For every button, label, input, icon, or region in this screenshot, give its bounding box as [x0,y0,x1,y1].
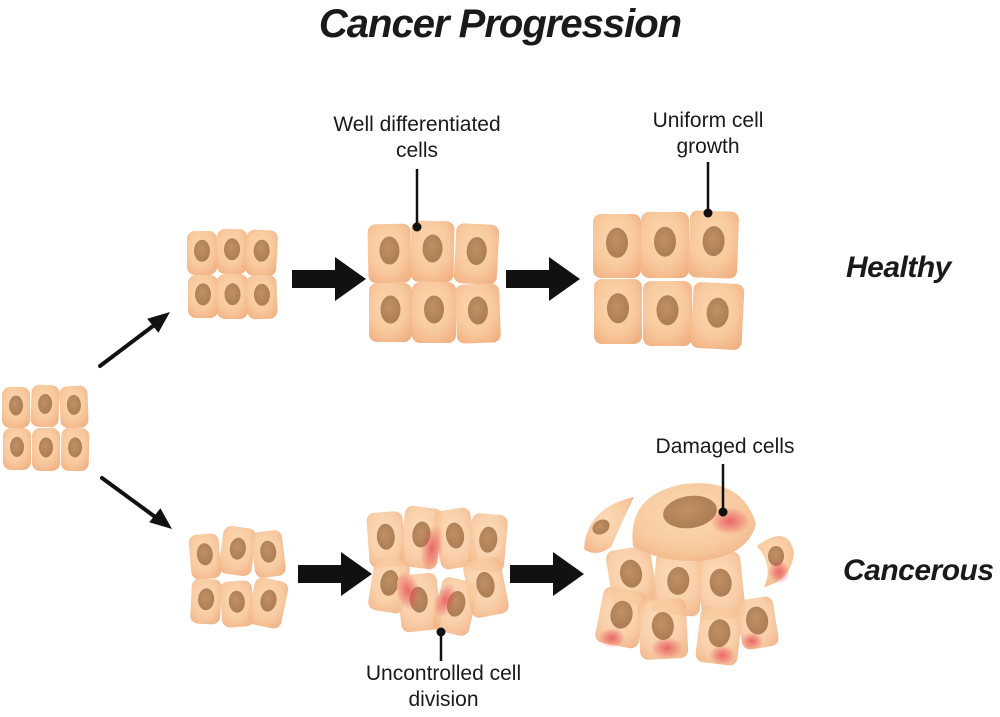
pointer-damaged-cells [718,464,728,517]
cell-nucleus [422,234,443,263]
cell-nucleus [379,236,400,265]
cell-nucleus [253,283,270,306]
cell-nucleus [224,238,241,261]
cancer-stage2-cluster [366,505,509,636]
annotation-uniform-cell-growth: Uniform cell growth [652,109,764,158]
cell-nucleus [651,612,674,640]
page-title: Cancer Progression [318,2,682,46]
annotation-damaged-cells: Damaged cells [655,435,795,458]
cell-nucleus [667,566,690,595]
pointer-uncontrolled-division [436,627,446,661]
healthy-row-label: Healthy [846,251,951,284]
start-cell-cluster [2,384,90,472]
cell-nucleus [194,239,210,262]
healthy-stage2-cluster [367,220,501,344]
cell-nucleus [479,526,498,553]
healthy-stage1-cluster [187,228,278,320]
cell-nucleus [10,436,24,457]
cell-nucleus [445,522,465,549]
cell-nucleus [228,590,245,613]
cell-nucleus [708,619,731,648]
cell-nucleus [253,239,270,262]
cancer-stage3-feature-cells [584,483,794,587]
cell-nucleus [663,495,717,529]
cell-nucleus [466,237,487,265]
cell-nucleus [195,283,211,306]
annotation-uncontrolled-cell-division: Uncontrolled cell division [365,662,522,711]
branch-arrow-down [100,476,172,529]
damage-spot [651,637,683,659]
cell-nucleus [260,589,277,612]
cell-nucleus [606,227,628,258]
block-arrow-right [292,257,366,301]
cell-nucleus [476,571,495,598]
cell-nucleus [196,543,213,566]
cell-nucleus [39,437,53,458]
cell-nucleus [709,568,732,597]
damage-spot [768,560,790,584]
pointer-uniform-growth [703,162,713,218]
cell-nucleus [610,600,633,629]
cancer-stage1-cluster [188,525,289,629]
cancer-stage3-cluster [595,545,779,666]
cancerous-row-label: Cancerous [843,554,994,587]
branch-arrow-up [98,312,170,368]
block-arrow-right [506,257,580,301]
healthy-stage3-cluster [593,210,745,350]
cell-nucleus [68,437,83,458]
cell-nucleus [198,588,215,611]
block-arrow-right [510,552,584,596]
cell-nucleus [380,295,401,324]
cell-nucleus [224,283,241,306]
annotation-well-differentiated-cells: Well differentiated cells [333,113,501,162]
damage-spot [433,582,457,618]
cell-nucleus [746,606,769,635]
damage-spot [741,632,763,650]
cell-nucleus [706,297,729,328]
cell-nucleus [656,295,679,326]
cell-nucleus [9,395,23,416]
cell-nucleus [592,519,610,535]
damage-spot [599,628,625,648]
block-arrow-right [298,552,372,596]
cell-nucleus [66,394,81,415]
cell-nucleus [38,393,53,414]
cell-nucleus [424,295,444,324]
damage-spot [710,507,750,535]
pointer-well-differentiated [412,169,422,232]
cell-nucleus [380,569,399,596]
cell-nucleus [702,226,725,257]
cell-nucleus [376,523,395,550]
cell-nucleus [467,296,488,325]
cell-nucleus [607,293,629,324]
damage-spot [420,524,444,572]
damage-spot [395,571,421,611]
cell-nucleus [229,537,246,560]
cell-nucleus [654,226,676,257]
cell-nucleus [619,559,643,588]
cell-nucleus [260,540,277,563]
damage-spot [709,645,735,665]
